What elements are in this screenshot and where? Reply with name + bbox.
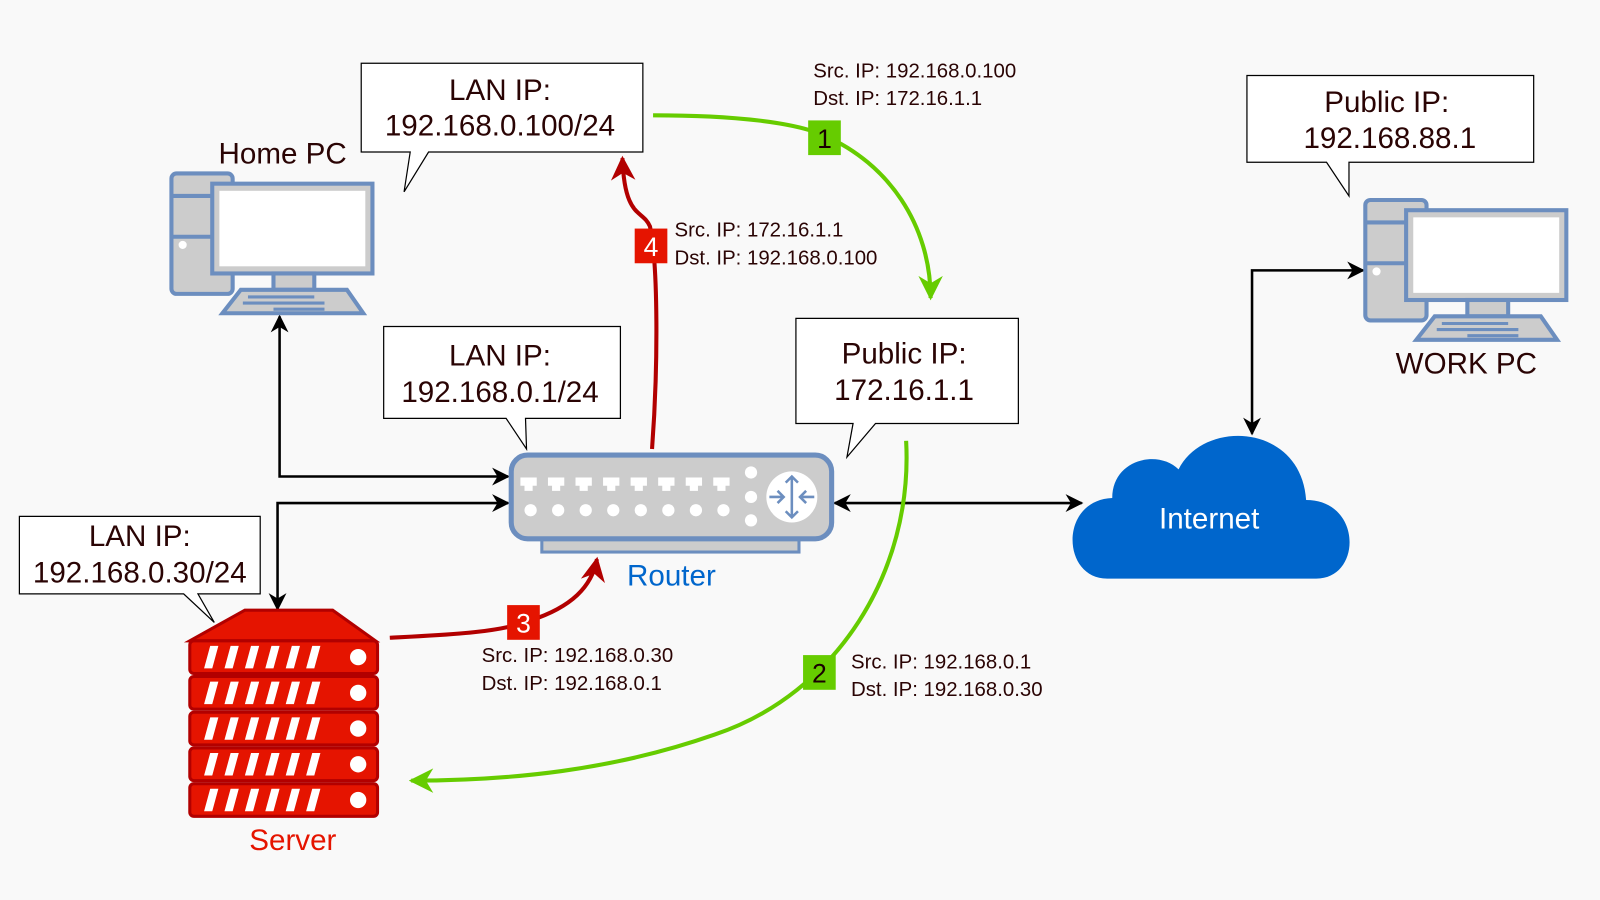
link-server-router bbox=[268, 494, 510, 611]
router-label: Router bbox=[627, 560, 716, 593]
svg-text:Src. IP: 192.168.0.30: Src. IP: 192.168.0.30 bbox=[482, 645, 674, 667]
internet-cloud-icon bbox=[1072, 435, 1350, 579]
step-4-packet-info: Src. IP: 172.16.1.1 Dst. IP: 192.168.0.1… bbox=[674, 220, 877, 270]
link-homepc-router bbox=[270, 314, 510, 486]
svg-text:LAN IP:: LAN IP: bbox=[449, 74, 551, 107]
internet-label: Internet bbox=[1159, 503, 1259, 536]
flow-1-arrow bbox=[653, 113, 943, 301]
svg-text:172.16.1.1: 172.16.1.1 bbox=[834, 374, 974, 407]
svg-text:192.168.88.1: 192.168.88.1 bbox=[1303, 122, 1476, 155]
svg-text:LAN IP:: LAN IP: bbox=[449, 339, 551, 372]
step-1-packet-info: Src. IP: 192.168.0.100 Dst. IP: 172.16.1… bbox=[813, 61, 1016, 111]
svg-text:192.168.0.1/24: 192.168.0.1/24 bbox=[401, 376, 598, 409]
step-3-badge: 3 bbox=[507, 605, 540, 640]
svg-text:Src. IP: 192.168.0.1: Src. IP: 192.168.0.1 bbox=[851, 651, 1031, 673]
svg-text:Public IP:: Public IP: bbox=[842, 337, 967, 370]
step-1-badge: 1 bbox=[808, 120, 841, 156]
svg-text:1: 1 bbox=[817, 124, 832, 154]
svg-text:3: 3 bbox=[516, 609, 531, 639]
step-3-packet-info: Src. IP: 192.168.0.30 Dst. IP: 192.168.0… bbox=[482, 645, 674, 695]
svg-text:Dst. IP: 192.168.0.1: Dst. IP: 192.168.0.1 bbox=[482, 673, 662, 695]
flow-3-arrow bbox=[389, 556, 605, 640]
svg-text:Src. IP: 172.16.1.1: Src. IP: 172.16.1.1 bbox=[674, 220, 843, 242]
svg-text:4: 4 bbox=[644, 232, 659, 262]
flow-2-arrow bbox=[408, 440, 909, 793]
step-2-packet-info: Src. IP: 192.168.0.1 Dst. IP: 192.168.0.… bbox=[851, 651, 1043, 701]
work-pc-icon bbox=[1365, 200, 1566, 340]
svg-text:LAN IP:: LAN IP: bbox=[89, 520, 191, 553]
home-pc-label: Home PC bbox=[219, 137, 347, 170]
link-internet-workpc bbox=[1243, 261, 1366, 436]
work-pc-label: WORK PC bbox=[1396, 347, 1537, 380]
flow-4-arrow bbox=[610, 155, 659, 450]
step-4-badge: 4 bbox=[634, 228, 668, 264]
router-lan-callout: LAN IP: 192.168.0.1/24 bbox=[383, 325, 622, 452]
server-callout: LAN IP: 192.168.0.30/24 bbox=[18, 515, 261, 623]
svg-text:192.168.0.30/24: 192.168.0.30/24 bbox=[33, 557, 247, 590]
svg-text:Dst. IP: 192.168.0.30: Dst. IP: 192.168.0.30 bbox=[851, 679, 1043, 701]
step-2-badge: 2 bbox=[803, 655, 836, 690]
svg-text:Public IP:: Public IP: bbox=[1324, 86, 1449, 119]
svg-text:Dst. IP: 192.168.0.100: Dst. IP: 192.168.0.100 bbox=[674, 247, 877, 269]
home-pc-icon bbox=[171, 173, 372, 313]
work-pc-callout: Public IP: 192.168.88.1 bbox=[1246, 74, 1535, 198]
svg-text:Src. IP: 192.168.0.100: Src. IP: 192.168.0.100 bbox=[813, 61, 1016, 83]
router-icon bbox=[508, 452, 835, 554]
server-label: Server bbox=[249, 824, 336, 857]
svg-text:Dst. IP: 172.16.1.1: Dst. IP: 172.16.1.1 bbox=[813, 88, 982, 110]
server-icon bbox=[183, 608, 381, 818]
router-public-callout: Public IP: 172.16.1.1 bbox=[795, 317, 1019, 460]
svg-text:2: 2 bbox=[812, 659, 827, 689]
svg-text:192.168.0.100/24: 192.168.0.100/24 bbox=[385, 110, 615, 143]
home-pc-callout: LAN IP: 192.168.0.100/24 bbox=[360, 62, 644, 193]
